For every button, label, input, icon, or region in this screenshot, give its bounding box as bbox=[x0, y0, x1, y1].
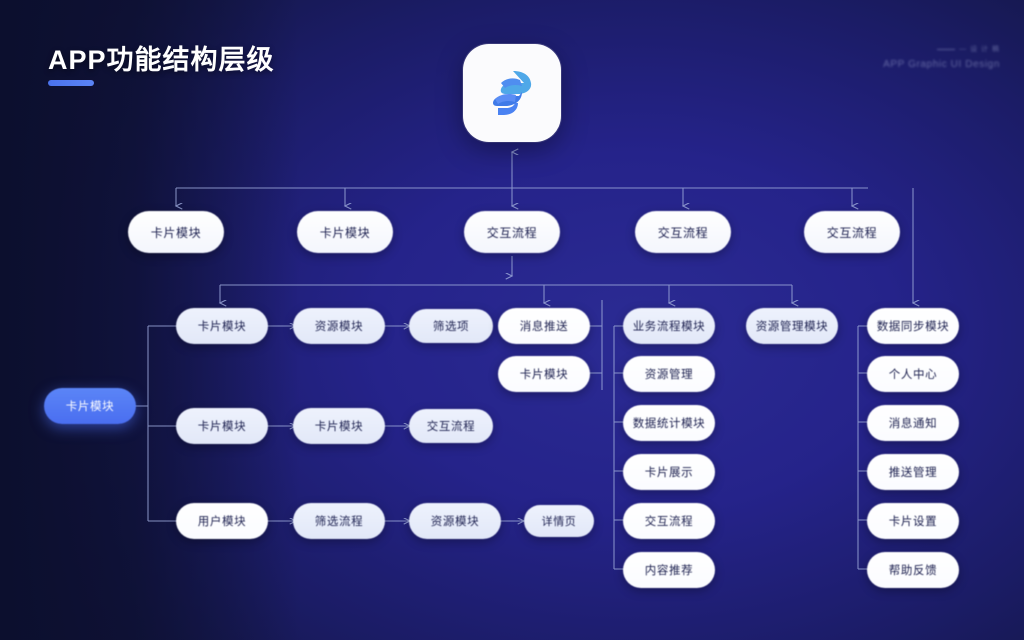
node-level1-3[interactable]: 交互流程 bbox=[464, 211, 560, 253]
node-col6-2[interactable]: 消息通知 bbox=[867, 405, 959, 441]
node-branch-c-2[interactable]: 筛选流程 bbox=[293, 503, 385, 539]
node-col6-head[interactable]: 数据同步模块 bbox=[867, 308, 959, 344]
node-col4-5[interactable]: 内容推荐 bbox=[623, 552, 715, 588]
page-title: APP功能结构层级 bbox=[48, 45, 275, 75]
watermark: — 设 计 稿 APP Graphic UI Design bbox=[883, 44, 1000, 70]
node-col4-1[interactable]: 资源管理 bbox=[623, 356, 715, 392]
node-branch-c-1[interactable]: 用户模块 bbox=[176, 503, 268, 539]
node-col6-1[interactable]: 个人中心 bbox=[867, 356, 959, 392]
node-col6-5[interactable]: 帮助反馈 bbox=[867, 552, 959, 588]
watermark-line-2: APP Graphic UI Design bbox=[883, 59, 1000, 70]
node-level1-1[interactable]: 卡片模块 bbox=[128, 211, 224, 253]
node-level1-5[interactable]: 交互流程 bbox=[804, 211, 900, 253]
node-mid-1[interactable]: 消息推送 bbox=[498, 308, 590, 344]
watermark-line-1: — 设 计 稿 bbox=[883, 44, 1000, 54]
watermark-dash bbox=[937, 48, 956, 50]
node-branch-a-1[interactable]: 卡片模块 bbox=[176, 308, 268, 344]
node-col6-4[interactable]: 卡片设置 bbox=[867, 503, 959, 539]
node-branch-b-1[interactable]: 卡片模块 bbox=[176, 408, 268, 444]
node-col4-2[interactable]: 数据统计模块 bbox=[623, 405, 715, 441]
node-col5-head[interactable]: 资源管理模块 bbox=[746, 308, 838, 344]
node-level1-4[interactable]: 交互流程 bbox=[635, 211, 731, 253]
node-col4-3[interactable]: 卡片展示 bbox=[623, 454, 715, 490]
app-shield-s-logo-icon bbox=[493, 71, 532, 115]
node-branch-a-2[interactable]: 资源模块 bbox=[293, 308, 385, 344]
node-branch-a-3[interactable]: 筛选项 bbox=[409, 309, 493, 343]
node-mid-2[interactable]: 卡片模块 bbox=[498, 356, 590, 392]
node-branch-c-3[interactable]: 资源模块 bbox=[409, 503, 501, 539]
node-col4-4[interactable]: 交互流程 bbox=[623, 503, 715, 539]
node-branch-b-3[interactable]: 交互流程 bbox=[409, 409, 493, 443]
app-logo-tile bbox=[463, 44, 561, 142]
node-level1-2[interactable]: 卡片模块 bbox=[297, 211, 393, 253]
node-col4-head[interactable]: 业务流程模块 bbox=[623, 308, 715, 344]
node-highlight-active[interactable]: 卡片模块 bbox=[44, 388, 136, 424]
node-branch-c-4[interactable]: 详情页 bbox=[524, 505, 594, 537]
node-col6-3[interactable]: 推送管理 bbox=[867, 454, 959, 490]
node-branch-b-2[interactable]: 卡片模块 bbox=[293, 408, 385, 444]
title-accent-rule bbox=[48, 80, 94, 86]
